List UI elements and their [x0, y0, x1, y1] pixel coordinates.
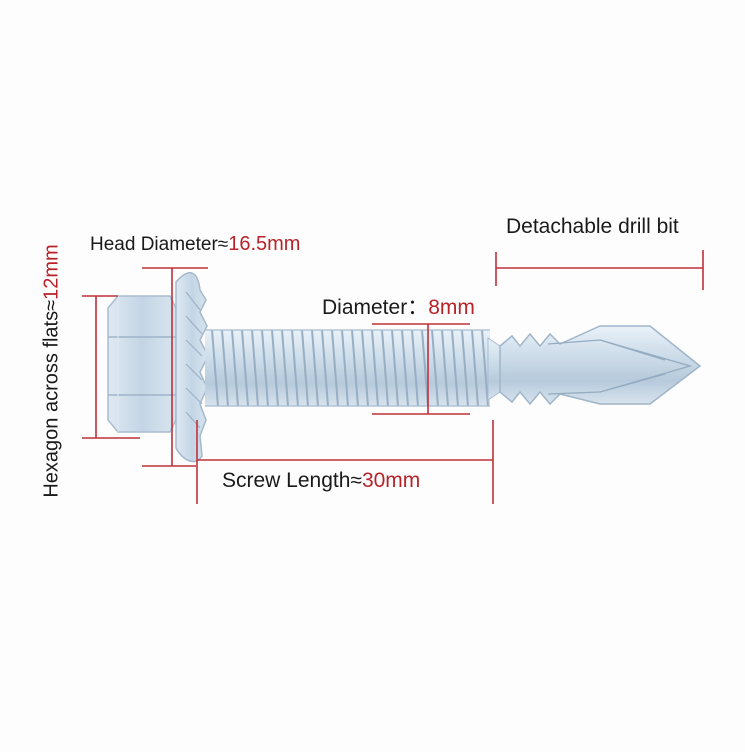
screw-length-text: Screw Length≈ — [222, 469, 362, 492]
drill-bit-text: Detachable drill bit — [506, 215, 679, 238]
hex-head — [107, 295, 177, 433]
head-diameter-label: Head Diameter≈16.5mm — [90, 233, 300, 256]
hexagon-label: Hexagon across flats≈12mm — [41, 244, 64, 497]
thread-crest — [221, 329, 229, 407]
screw-length-value: 30mm — [361, 469, 421, 492]
thread-crest — [421, 329, 429, 407]
thread-crest — [481, 329, 489, 407]
thread-crest — [331, 329, 339, 407]
drill-tip — [487, 325, 702, 406]
thread-crest — [311, 329, 319, 407]
thread-crest — [241, 329, 249, 407]
thread-crest — [291, 329, 299, 407]
thread-crest — [461, 329, 469, 407]
diameter-value: 8mm — [428, 296, 475, 319]
hexagon-value: 12mm — [40, 244, 63, 300]
thread-crest — [271, 329, 279, 407]
thread-crest — [261, 329, 269, 407]
thread-crest — [251, 329, 259, 407]
drill-bit-label: Detachable drill bit — [506, 215, 679, 239]
thread-crest — [361, 329, 369, 407]
flange-washer — [175, 272, 209, 463]
thread-crest — [211, 329, 219, 407]
head-diameter-value: 16.5mm — [228, 233, 301, 255]
thread-crest — [441, 329, 449, 407]
screw-shank — [205, 329, 490, 407]
thread-crest — [341, 329, 349, 407]
thread-crest — [351, 329, 359, 407]
thread-crest — [281, 329, 289, 407]
thread-crest — [301, 329, 309, 407]
hexagon-text: Hexagon across flats≈ — [40, 299, 63, 498]
diameter-text: Diameter： — [322, 296, 429, 319]
diameter-label: Diameter：8mm — [322, 291, 475, 321]
thread-crest — [391, 329, 399, 407]
thread-crest — [411, 329, 419, 407]
thread-crest — [381, 329, 389, 407]
thread-crest — [431, 329, 439, 407]
thread-crest — [401, 329, 409, 407]
screw-length-label: Screw Length≈30mm — [222, 469, 420, 493]
thread-crest — [451, 329, 459, 407]
head-diameter-text: Head Diameter≈ — [90, 234, 229, 255]
thread-crest — [321, 329, 329, 407]
thread-crest — [371, 329, 379, 407]
thread-crest — [231, 329, 239, 407]
thread-crest — [471, 329, 479, 407]
